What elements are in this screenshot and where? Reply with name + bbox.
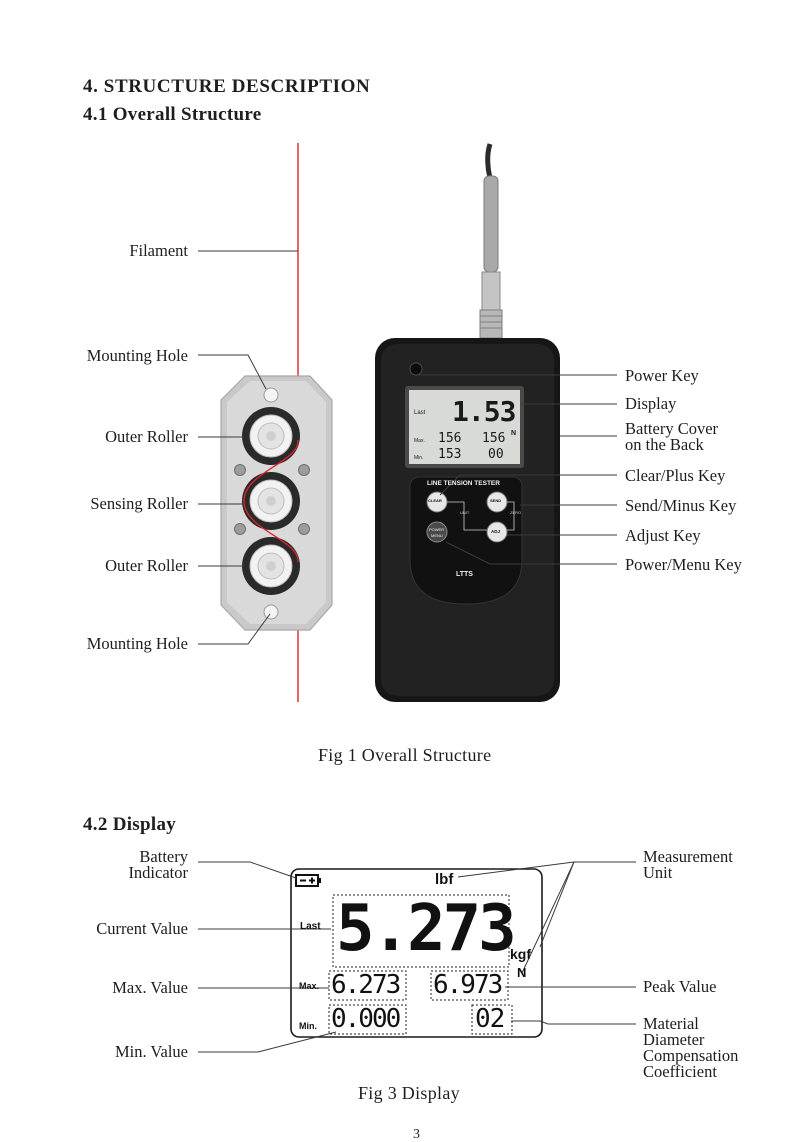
min-value-box bbox=[328, 1004, 407, 1035]
device-clear-label: CLEAR bbox=[428, 498, 442, 503]
device-power-label: POWER bbox=[429, 527, 445, 532]
mounting-hole-top bbox=[263, 387, 279, 403]
device-lcd-peak-value: 156 bbox=[482, 431, 506, 446]
lcd-unit-n: N bbox=[517, 965, 527, 980]
label-battery-line2: Indicator bbox=[128, 863, 188, 882]
tension-tester-device bbox=[375, 143, 560, 702]
mounting-plate bbox=[220, 375, 333, 631]
device-lcd-max-value: 156 bbox=[438, 431, 462, 446]
coefficient-box bbox=[471, 1004, 513, 1035]
label-power-menu-key: Power/Menu Key bbox=[625, 555, 742, 574]
lcd-last-label: Last bbox=[300, 921, 321, 932]
lcd-frame bbox=[290, 868, 543, 1038]
figure-1-overall-structure bbox=[198, 143, 617, 702]
device-lcd-unit: N bbox=[511, 430, 517, 437]
lcd-max-label: Max. bbox=[299, 981, 320, 991]
device-lcd-last-value: 1.53 bbox=[452, 395, 516, 428]
label-power-key: Power Key bbox=[625, 366, 699, 385]
device-zero-tag: ZERO bbox=[510, 510, 522, 515]
peak-value-box bbox=[430, 970, 509, 1001]
device-panel-title: LINE TENSION TESTER bbox=[427, 480, 500, 487]
fig3-leaders bbox=[198, 861, 636, 1053]
label-measurement-line2: Unit bbox=[643, 863, 673, 882]
device-lcd-coef-value: 00 bbox=[488, 447, 504, 462]
label-sensing-roller: Sensing Roller bbox=[90, 494, 188, 513]
device-lcd-min-label: Min. bbox=[414, 455, 424, 461]
label-display: Display bbox=[625, 394, 677, 413]
device-menu-label: MENU bbox=[431, 533, 443, 538]
section-heading: 4. STRUCTURE DESCRIPTION bbox=[83, 76, 371, 97]
device-adj-label: ADJ bbox=[491, 529, 501, 534]
label-clear-plus-key: Clear/Plus Key bbox=[625, 466, 726, 485]
sensing-roller bbox=[242, 472, 300, 530]
device-lcd-min-value: 153 bbox=[438, 447, 462, 462]
label-outer-roller-bottom: Outer Roller bbox=[105, 556, 188, 575]
label-min-value: Min. Value bbox=[114, 1042, 188, 1061]
label-material-line4: Coefficient bbox=[643, 1062, 717, 1081]
device-lcd-last-label: Last bbox=[414, 410, 426, 416]
lcd-min-value: 0.000 bbox=[331, 1004, 401, 1034]
current-value-box bbox=[332, 894, 510, 968]
lcd-max-value: 6.273 bbox=[331, 970, 401, 1000]
device-lcd bbox=[409, 390, 520, 464]
outer-roller-bottom bbox=[242, 537, 300, 595]
subheading-display: 4.2 Display bbox=[83, 814, 177, 835]
label-max-value: Max. Value bbox=[112, 978, 188, 997]
subheading-overall-structure: 4.1 Overall Structure bbox=[83, 104, 262, 125]
device-unit-tag: UNIT bbox=[460, 510, 470, 515]
label-battery-cover-line2: on the Back bbox=[625, 435, 704, 454]
power-menu-key bbox=[426, 521, 448, 543]
mounting-hole-bottom bbox=[263, 604, 279, 620]
fig1-left-leaders bbox=[198, 250, 298, 645]
device-model: LTTS bbox=[456, 571, 473, 578]
figure-3-caption: Fig 3 Display bbox=[358, 1083, 460, 1103]
label-mounting-hole-bottom: Mounting Hole bbox=[86, 634, 188, 653]
figure-1-caption: Fig 1 Overall Structure bbox=[318, 745, 492, 765]
fig1-right-leaders bbox=[418, 374, 617, 565]
label-current-value: Current Value bbox=[96, 919, 188, 938]
device-lcd-max-label: Max. bbox=[414, 438, 425, 444]
label-material-line1: Material bbox=[643, 1014, 699, 1033]
label-measurement-line1: Measurement bbox=[643, 847, 733, 866]
lcd-unit-kgf: kgf bbox=[510, 946, 531, 962]
lcd-current-value: 5.273 bbox=[336, 892, 517, 966]
outer-roller-top bbox=[242, 407, 300, 465]
label-mounting-hole-top: Mounting Hole bbox=[86, 346, 188, 365]
label-battery-line1: Battery bbox=[139, 847, 188, 866]
device-send-label: SEND bbox=[490, 498, 502, 503]
lcd-coefficient: 02 bbox=[475, 1004, 505, 1034]
label-filament: Filament bbox=[129, 241, 188, 260]
page-number: 3 bbox=[413, 1127, 420, 1142]
label-peak-value: Peak Value bbox=[643, 977, 717, 996]
figure-3-display bbox=[198, 861, 636, 1053]
label-battery-cover-line1: Battery Cover bbox=[625, 419, 719, 438]
label-outer-roller-top: Outer Roller bbox=[105, 427, 188, 446]
adj-key bbox=[486, 521, 508, 543]
label-adjust-key: Adjust Key bbox=[625, 526, 701, 545]
max-value-box bbox=[328, 970, 407, 1001]
lcd-unit-lbf: lbf bbox=[435, 871, 454, 888]
power-key bbox=[409, 362, 423, 376]
lcd-min-label: Min. bbox=[299, 1021, 317, 1031]
lcd-peak-value: 6.973 bbox=[433, 970, 503, 1000]
label-send-minus-key: Send/Minus Key bbox=[625, 496, 737, 515]
battery-icon bbox=[295, 874, 321, 887]
label-material-line2: Diameter bbox=[643, 1030, 705, 1049]
label-material-line3: Compensation bbox=[643, 1046, 739, 1065]
